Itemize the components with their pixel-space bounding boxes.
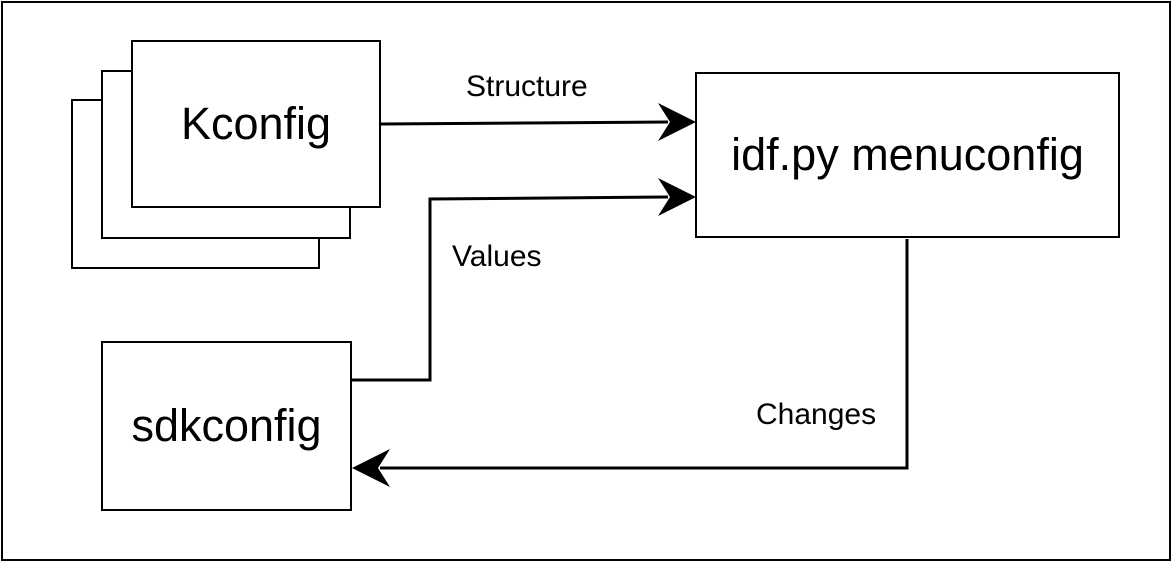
node-sdkconfig-label: sdkconfig	[131, 400, 322, 451]
node-kconfig: Kconfig	[131, 40, 381, 208]
edge-label-changes: Changes	[756, 398, 877, 431]
node-sdkconfig: sdkconfig	[101, 341, 352, 511]
edge-label-values: Values	[452, 240, 542, 273]
node-menuconfig: idf.py menuconfig	[695, 72, 1120, 238]
changes-arrowhead-icon	[352, 449, 390, 487]
node-menuconfig-label: idf.py menuconfig	[731, 129, 1084, 180]
structure-arrowhead-icon	[658, 103, 696, 141]
changes-arrow-line	[380, 239, 909, 470]
node-kconfig-label: Kconfig	[180, 98, 332, 149]
edge-label-structure: Structure	[466, 70, 588, 103]
values-arrow-line	[352, 195, 669, 382]
values-arrowhead-icon	[658, 178, 696, 216]
structure-arrow-line	[380, 120, 669, 126]
